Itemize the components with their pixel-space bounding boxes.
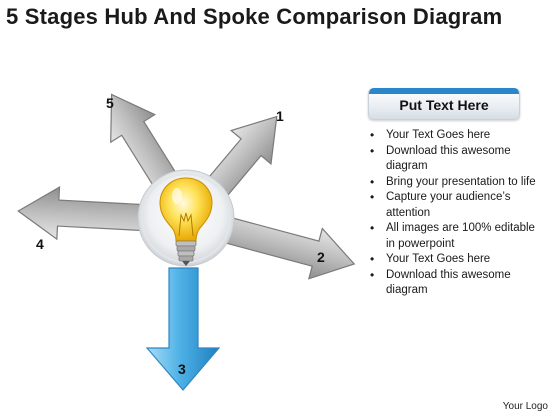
bullet-item: Your Text Goes here [366,252,542,268]
text-panel-header-label: Put Text Here [399,97,489,113]
bullet-item: Capture your audience’s attention [366,190,542,221]
bullet-list: Your Text Goes here Download this awesom… [366,128,542,299]
bullet-item: Download this awesome diagram [366,268,542,299]
bullet-item: Your Text Goes here [366,128,542,144]
bullet-item: Bring your presentation to life [366,175,542,191]
text-panel-header: Put Text Here [368,88,520,120]
footer-logo: Your Logo [502,401,548,412]
stage-label-3: 3 [178,361,186,377]
stage-label-5: 5 [106,95,114,111]
light-bulb-icon [159,177,213,266]
stage-label-1: 1 [276,108,284,124]
bullet-item: Download this awesome diagram [366,144,542,175]
stage-label-4: 4 [36,236,44,252]
spoke-arrow-3 [145,267,221,391]
page-title: 5 Stages Hub And Spoke Comparison Diagra… [6,4,503,29]
stage-label-2: 2 [317,249,325,265]
bullet-item: All images are 100% editable in powerpoi… [366,221,542,252]
